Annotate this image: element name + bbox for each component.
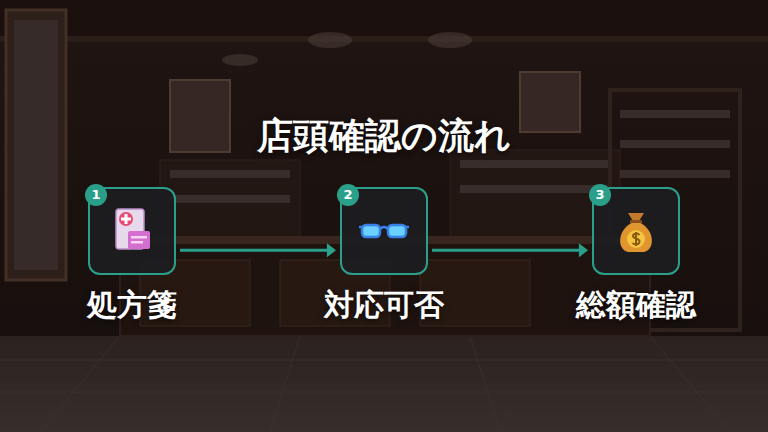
bag-icon: [608, 203, 664, 259]
step-label: 処方箋: [87, 285, 177, 325]
callout-number: 3: [589, 184, 611, 206]
diagram-title: 店頭確認の流れ: [0, 112, 768, 160]
glasses-icon: [356, 203, 412, 259]
step-label: 対応可否: [324, 285, 444, 325]
callout-number: 2: [337, 184, 359, 206]
step-box: 3総額確認: [592, 187, 680, 275]
flow-arrow: [180, 243, 336, 257]
callout-number: 1: [85, 184, 107, 206]
step-label: 総額確認: [576, 285, 696, 325]
step-box: 2対応可否: [340, 187, 428, 275]
flow-arrow: [432, 243, 588, 257]
step-box: 1処方箋: [88, 187, 176, 275]
doc-icon: [104, 203, 160, 259]
